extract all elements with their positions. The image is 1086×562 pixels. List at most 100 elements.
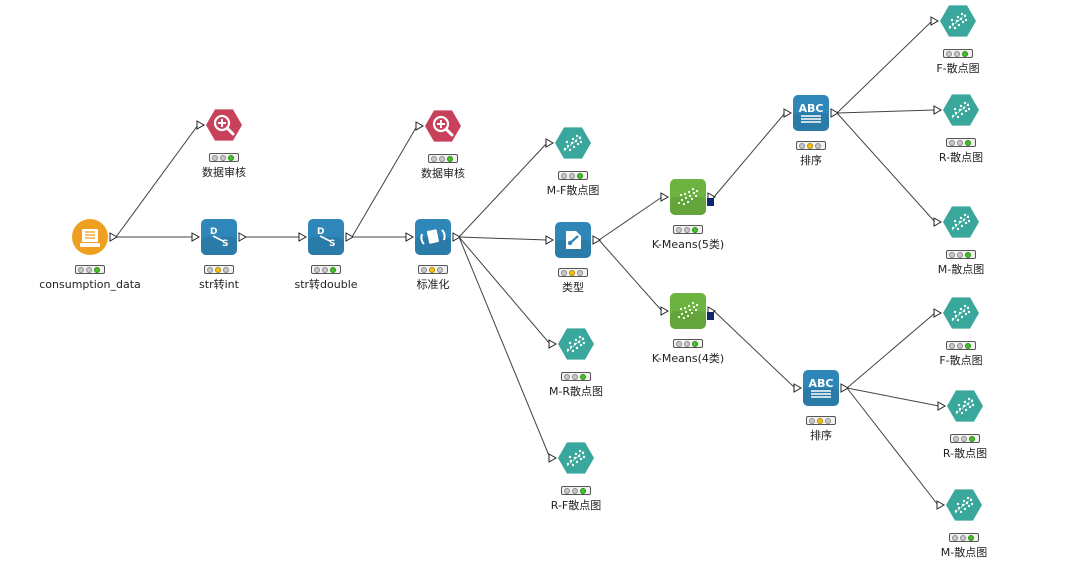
node-shape [946, 489, 982, 521]
model-output-port[interactable] [707, 312, 714, 320]
status-traffic-light [561, 486, 591, 495]
magnifier-plus-icon [432, 115, 454, 137]
status-dot [807, 143, 813, 149]
connection-sort2-to-r_scatter2[interactable] [846, 387, 940, 407]
status-dot [825, 418, 831, 424]
node-sort1[interactable]: ABC [791, 93, 831, 133]
status-traffic-light [673, 339, 703, 348]
input-port-icon[interactable] [196, 120, 206, 130]
node-rf_scatter[interactable] [556, 438, 596, 478]
node-audit2[interactable] [423, 106, 463, 146]
input-port-icon[interactable] [933, 308, 943, 318]
connection-type-to-kmeans4[interactable] [598, 239, 663, 312]
status-dot [429, 267, 435, 273]
node-shape [947, 390, 983, 422]
node-label: K-Means(4类) [651, 352, 725, 365]
input-port-icon[interactable] [191, 232, 201, 242]
status-dot [330, 267, 336, 273]
connection-kmeans4-to-sort2[interactable] [713, 310, 796, 389]
node-r_scatter1[interactable] [941, 90, 981, 130]
node-f_scatter1[interactable] [938, 1, 978, 41]
output-port-icon[interactable] [109, 232, 119, 242]
node-mr_scatter[interactable] [556, 324, 596, 364]
node-type[interactable] [553, 220, 593, 260]
connection-normalize-to-mr_scatter[interactable] [458, 236, 551, 345]
node-shape [558, 442, 594, 474]
node-sort2[interactable]: ABC [801, 368, 841, 408]
input-port-icon[interactable] [793, 383, 803, 393]
output-port-icon[interactable] [238, 232, 248, 242]
node-audit1[interactable] [204, 105, 244, 145]
input-port-icon[interactable] [933, 217, 943, 227]
status-dot [577, 270, 583, 276]
input-port-icon[interactable] [937, 401, 947, 411]
connection-normalize-to-mf_scatter[interactable] [458, 142, 548, 238]
status-dot [577, 173, 583, 179]
status-traffic-light [204, 265, 234, 274]
node-label: 排序 [810, 429, 832, 442]
connection-sort2-to-m_scatter2[interactable] [846, 387, 939, 506]
connection-sort2-to-f_scatter2[interactable] [846, 312, 936, 389]
input-port-icon[interactable] [415, 121, 425, 131]
output-port-icon[interactable] [830, 108, 840, 118]
status-dot [439, 156, 445, 162]
node-kmeans4[interactable] [668, 291, 708, 331]
model-output-port[interactable] [707, 198, 714, 206]
input-port-icon[interactable] [930, 16, 940, 26]
node-shape [670, 179, 706, 215]
node-m_scatter1[interactable] [941, 202, 981, 242]
connection-consumption_data-to-audit1[interactable] [115, 124, 199, 238]
status-dot [215, 267, 221, 273]
output-port-icon[interactable] [840, 383, 850, 393]
node-label: 数据审核 [421, 167, 465, 180]
connection-kmeans5-to-sort1[interactable] [713, 112, 786, 198]
status-dot [207, 267, 213, 273]
connection-sort1-to-m_scatter1[interactable] [836, 112, 936, 223]
connection-str2double-to-audit2[interactable] [351, 125, 418, 238]
input-port-icon[interactable] [933, 105, 943, 115]
status-dot [78, 267, 84, 273]
input-port-icon[interactable] [548, 453, 558, 463]
status-dot [692, 227, 698, 233]
input-port-icon[interactable] [405, 232, 415, 242]
node-f_scatter2[interactable] [941, 293, 981, 333]
input-port-icon[interactable] [545, 235, 555, 245]
node-normalize[interactable] [413, 217, 453, 257]
node-shape [670, 293, 706, 329]
input-port-icon[interactable] [545, 138, 555, 148]
status-dot [561, 270, 567, 276]
node-label: R-F散点图 [550, 499, 602, 512]
connection-sort1-to-r_scatter1[interactable] [836, 109, 936, 114]
node-label: 数据审核 [202, 166, 246, 179]
node-shape [555, 127, 591, 159]
node-r_scatter2[interactable] [945, 386, 985, 426]
input-port-icon[interactable] [548, 339, 558, 349]
status-traffic-light [209, 153, 239, 162]
node-shape: DS [308, 219, 344, 255]
node-mf_scatter[interactable] [553, 123, 593, 163]
input-port-icon[interactable] [298, 232, 308, 242]
status-dot [692, 341, 698, 347]
status-dot [437, 267, 443, 273]
node-kmeans5[interactable] [668, 177, 708, 217]
output-port-icon[interactable] [452, 232, 462, 242]
input-port-icon[interactable] [660, 306, 670, 316]
output-port-icon[interactable] [592, 235, 602, 245]
node-consumption_data[interactable] [70, 217, 110, 257]
status-dot [969, 436, 975, 442]
connection-type-to-kmeans5[interactable] [598, 196, 663, 241]
node-m_scatter2[interactable] [944, 485, 984, 525]
status-dot [569, 270, 575, 276]
input-port-icon[interactable] [660, 192, 670, 202]
connection-normalize-to-rf_scatter[interactable] [458, 236, 551, 459]
node-label: str转int [199, 278, 239, 291]
connection-sort1-to-f_scatter1[interactable] [836, 20, 933, 114]
input-port-icon[interactable] [936, 500, 946, 510]
status-dot [684, 227, 690, 233]
connection-normalize-to-type[interactable] [458, 236, 548, 241]
output-port-icon[interactable] [345, 232, 355, 242]
input-port-icon[interactable] [783, 108, 793, 118]
